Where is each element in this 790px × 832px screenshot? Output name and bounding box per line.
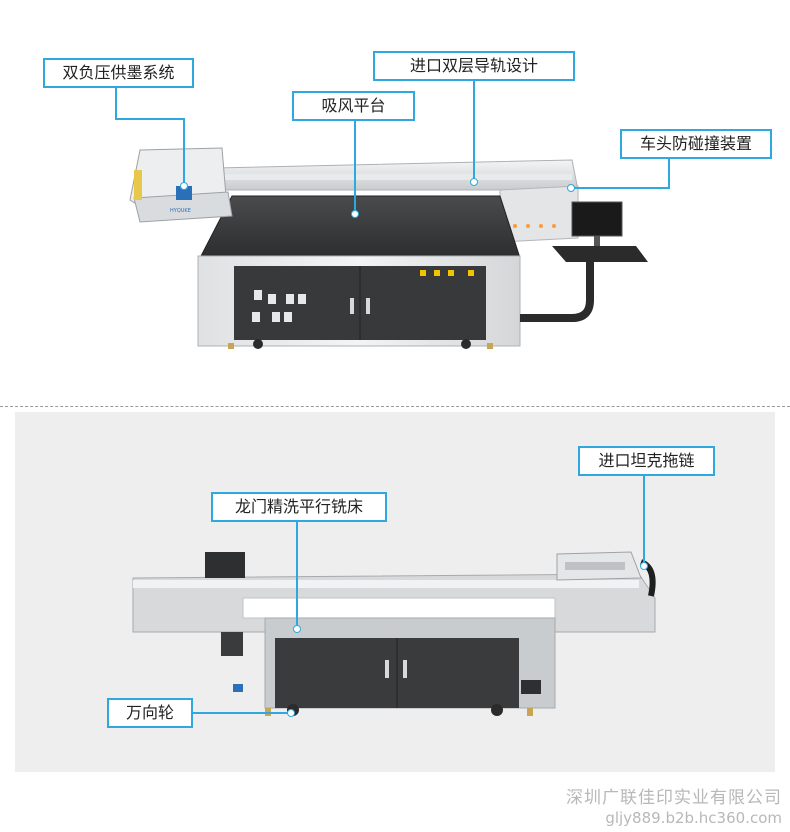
section-divider [0, 406, 790, 407]
callout-anchor-dot [180, 182, 188, 190]
callout-anchor-dot [567, 184, 575, 192]
callout-anchor-dot [470, 178, 478, 186]
leader-line [572, 187, 670, 189]
callout-guide-rail: 进口双层导轨设计 [373, 51, 575, 81]
leader-line [193, 712, 289, 714]
leader-line [643, 476, 645, 564]
watermark-company: 深圳广联佳印实业有限公司 [566, 788, 782, 808]
leader-line [354, 121, 356, 213]
callout-anti-collision: 车头防碰撞装置 [620, 129, 772, 159]
leader-line [668, 159, 670, 189]
uv-printer-rear-illustration [132, 551, 656, 716]
callout-drag-chain: 进口坦克拖链 [578, 446, 715, 476]
leader-line [115, 88, 117, 118]
callout-anchor-dot [293, 625, 301, 633]
leader-line [296, 522, 298, 628]
callout-anchor-dot [287, 709, 295, 717]
uv-printer-front-illustration: HYQUKE [129, 147, 648, 349]
watermark-url: gljy889.b2b.hc360.com [605, 809, 782, 827]
leader-line [115, 118, 185, 120]
bottom-product-panel: 进口坦克拖链 龙门精洗平行铣床 万向轮 [15, 412, 775, 772]
callout-gantry-bed: 龙门精洗平行铣床 [211, 492, 387, 522]
callout-anchor-dot [640, 562, 648, 570]
top-product-panel: HYQUKE 双负压供墨系统 进口双层导轨设计 吸风平台 车头防碰撞装置 [0, 0, 790, 400]
leader-line [473, 81, 475, 181]
callout-caster-wheel: 万向轮 [107, 698, 193, 728]
watermark: 深圳广联佳印实业有限公司 gljy889.b2b.hc360.com [566, 788, 782, 828]
leader-line [183, 118, 185, 184]
callout-suction-platform: 吸风平台 [292, 91, 415, 121]
callout-anchor-dot [351, 210, 359, 218]
callout-ink-system: 双负压供墨系统 [43, 58, 194, 88]
printhead-brand-label: HYQUKE [170, 208, 191, 214]
